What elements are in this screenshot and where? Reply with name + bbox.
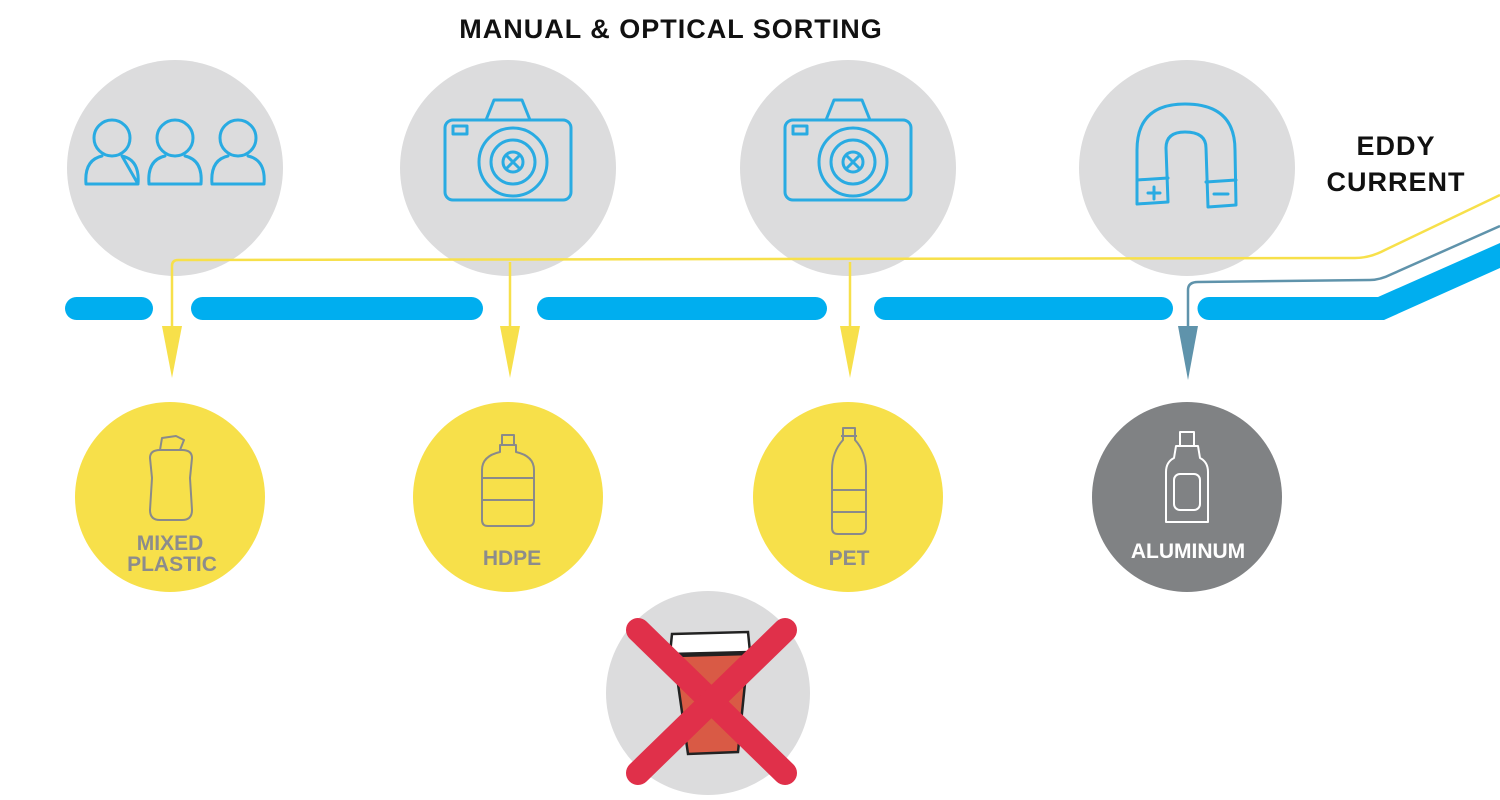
arrow-down-icon — [500, 326, 520, 378]
pet-bottle-icon — [831, 427, 867, 535]
output-aluminum: ALUMINUM — [1092, 402, 1282, 592]
output-label: PLASTIC — [127, 553, 217, 576]
camera-icon — [443, 98, 573, 202]
output-hdpe: HDPE — [413, 402, 603, 592]
eddy-label-line1: EDDY — [1356, 131, 1435, 161]
spray-can-icon — [1165, 431, 1209, 523]
eddy-label-line2: CURRENT — [1327, 167, 1466, 197]
arrow-down-icon — [1178, 326, 1198, 380]
bottle-icon — [149, 435, 193, 521]
output-pet: PET — [753, 402, 943, 592]
plastic-flow-line — [162, 193, 1500, 378]
water-jug-icon — [481, 434, 535, 527]
output-label: MIXED — [137, 532, 204, 555]
conveyor-belt — [65, 243, 1500, 320]
output-mixed-plastic: MIXED PLASTIC — [75, 402, 265, 592]
metal-flow-line — [1178, 224, 1500, 380]
diagram-title: MANUAL & OPTICAL SORTING — [459, 14, 883, 44]
output-label: ALUMINUM — [1131, 540, 1245, 563]
arrow-down-icon — [840, 326, 860, 378]
output-label: PET — [829, 547, 870, 570]
magnet-icon — [1135, 102, 1238, 209]
station-eddy-current — [1079, 60, 1295, 276]
arrow-down-icon — [162, 326, 182, 378]
station-optical-sorter-1 — [400, 60, 616, 276]
red-x-icon — [626, 618, 797, 785]
station-manual-sorting — [67, 60, 283, 276]
station-optical-sorter-2 — [740, 60, 956, 276]
people-icon — [84, 118, 266, 186]
rejected-cup — [606, 591, 810, 795]
camera-icon — [783, 98, 913, 202]
output-label: HDPE — [483, 547, 541, 570]
